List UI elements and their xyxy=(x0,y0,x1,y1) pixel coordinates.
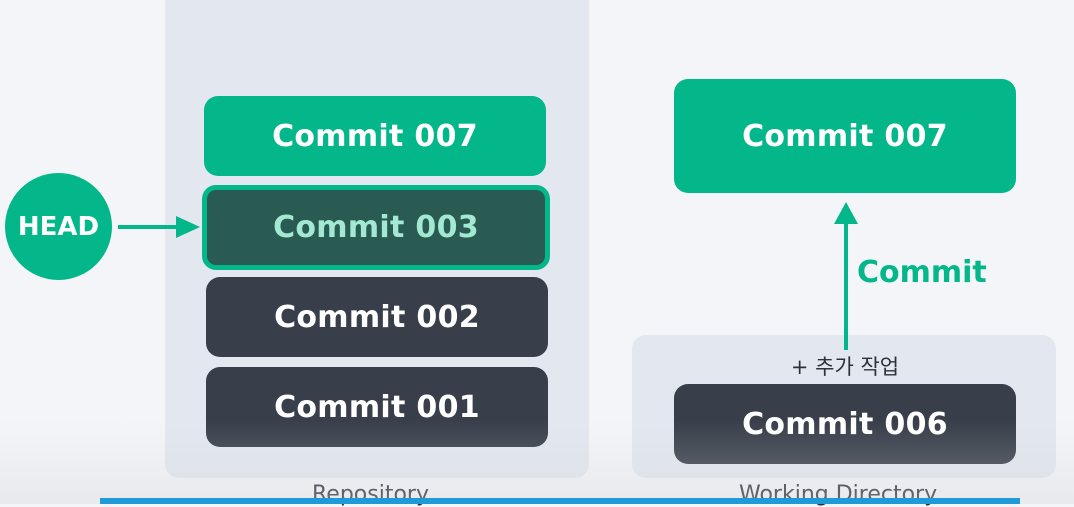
repo-commit-002: Commit 002 xyxy=(206,277,548,357)
extra-work-label: + 추가 작업 xyxy=(790,355,900,379)
commit-up-arrow-icon xyxy=(834,202,858,350)
repo-commit-001-label: Commit 001 xyxy=(274,389,480,425)
repo-commit-003-label: Commit 003 xyxy=(273,210,479,245)
wd-commit-006: Commit 006 xyxy=(674,384,1016,464)
repo-commit-001: Commit 001 xyxy=(206,367,548,447)
repo-commit-007-label: Commit 007 xyxy=(272,118,478,154)
commit-action-label: Commit xyxy=(857,255,987,290)
wd-commit-006-label: Commit 006 xyxy=(742,406,948,442)
wd-commit-007: Commit 007 xyxy=(674,79,1016,193)
repo-commit-002-label: Commit 002 xyxy=(274,299,480,335)
repo-commit-003-head: Commit 003 xyxy=(202,185,550,270)
repo-commit-007: Commit 007 xyxy=(204,96,546,176)
video-progress-bar[interactable] xyxy=(100,498,1020,504)
wd-commit-007-label: Commit 007 xyxy=(742,118,948,154)
head-pointer: HEAD xyxy=(5,173,112,280)
head-pointer-label: HEAD xyxy=(17,211,100,242)
head-arrow-icon xyxy=(118,216,200,238)
